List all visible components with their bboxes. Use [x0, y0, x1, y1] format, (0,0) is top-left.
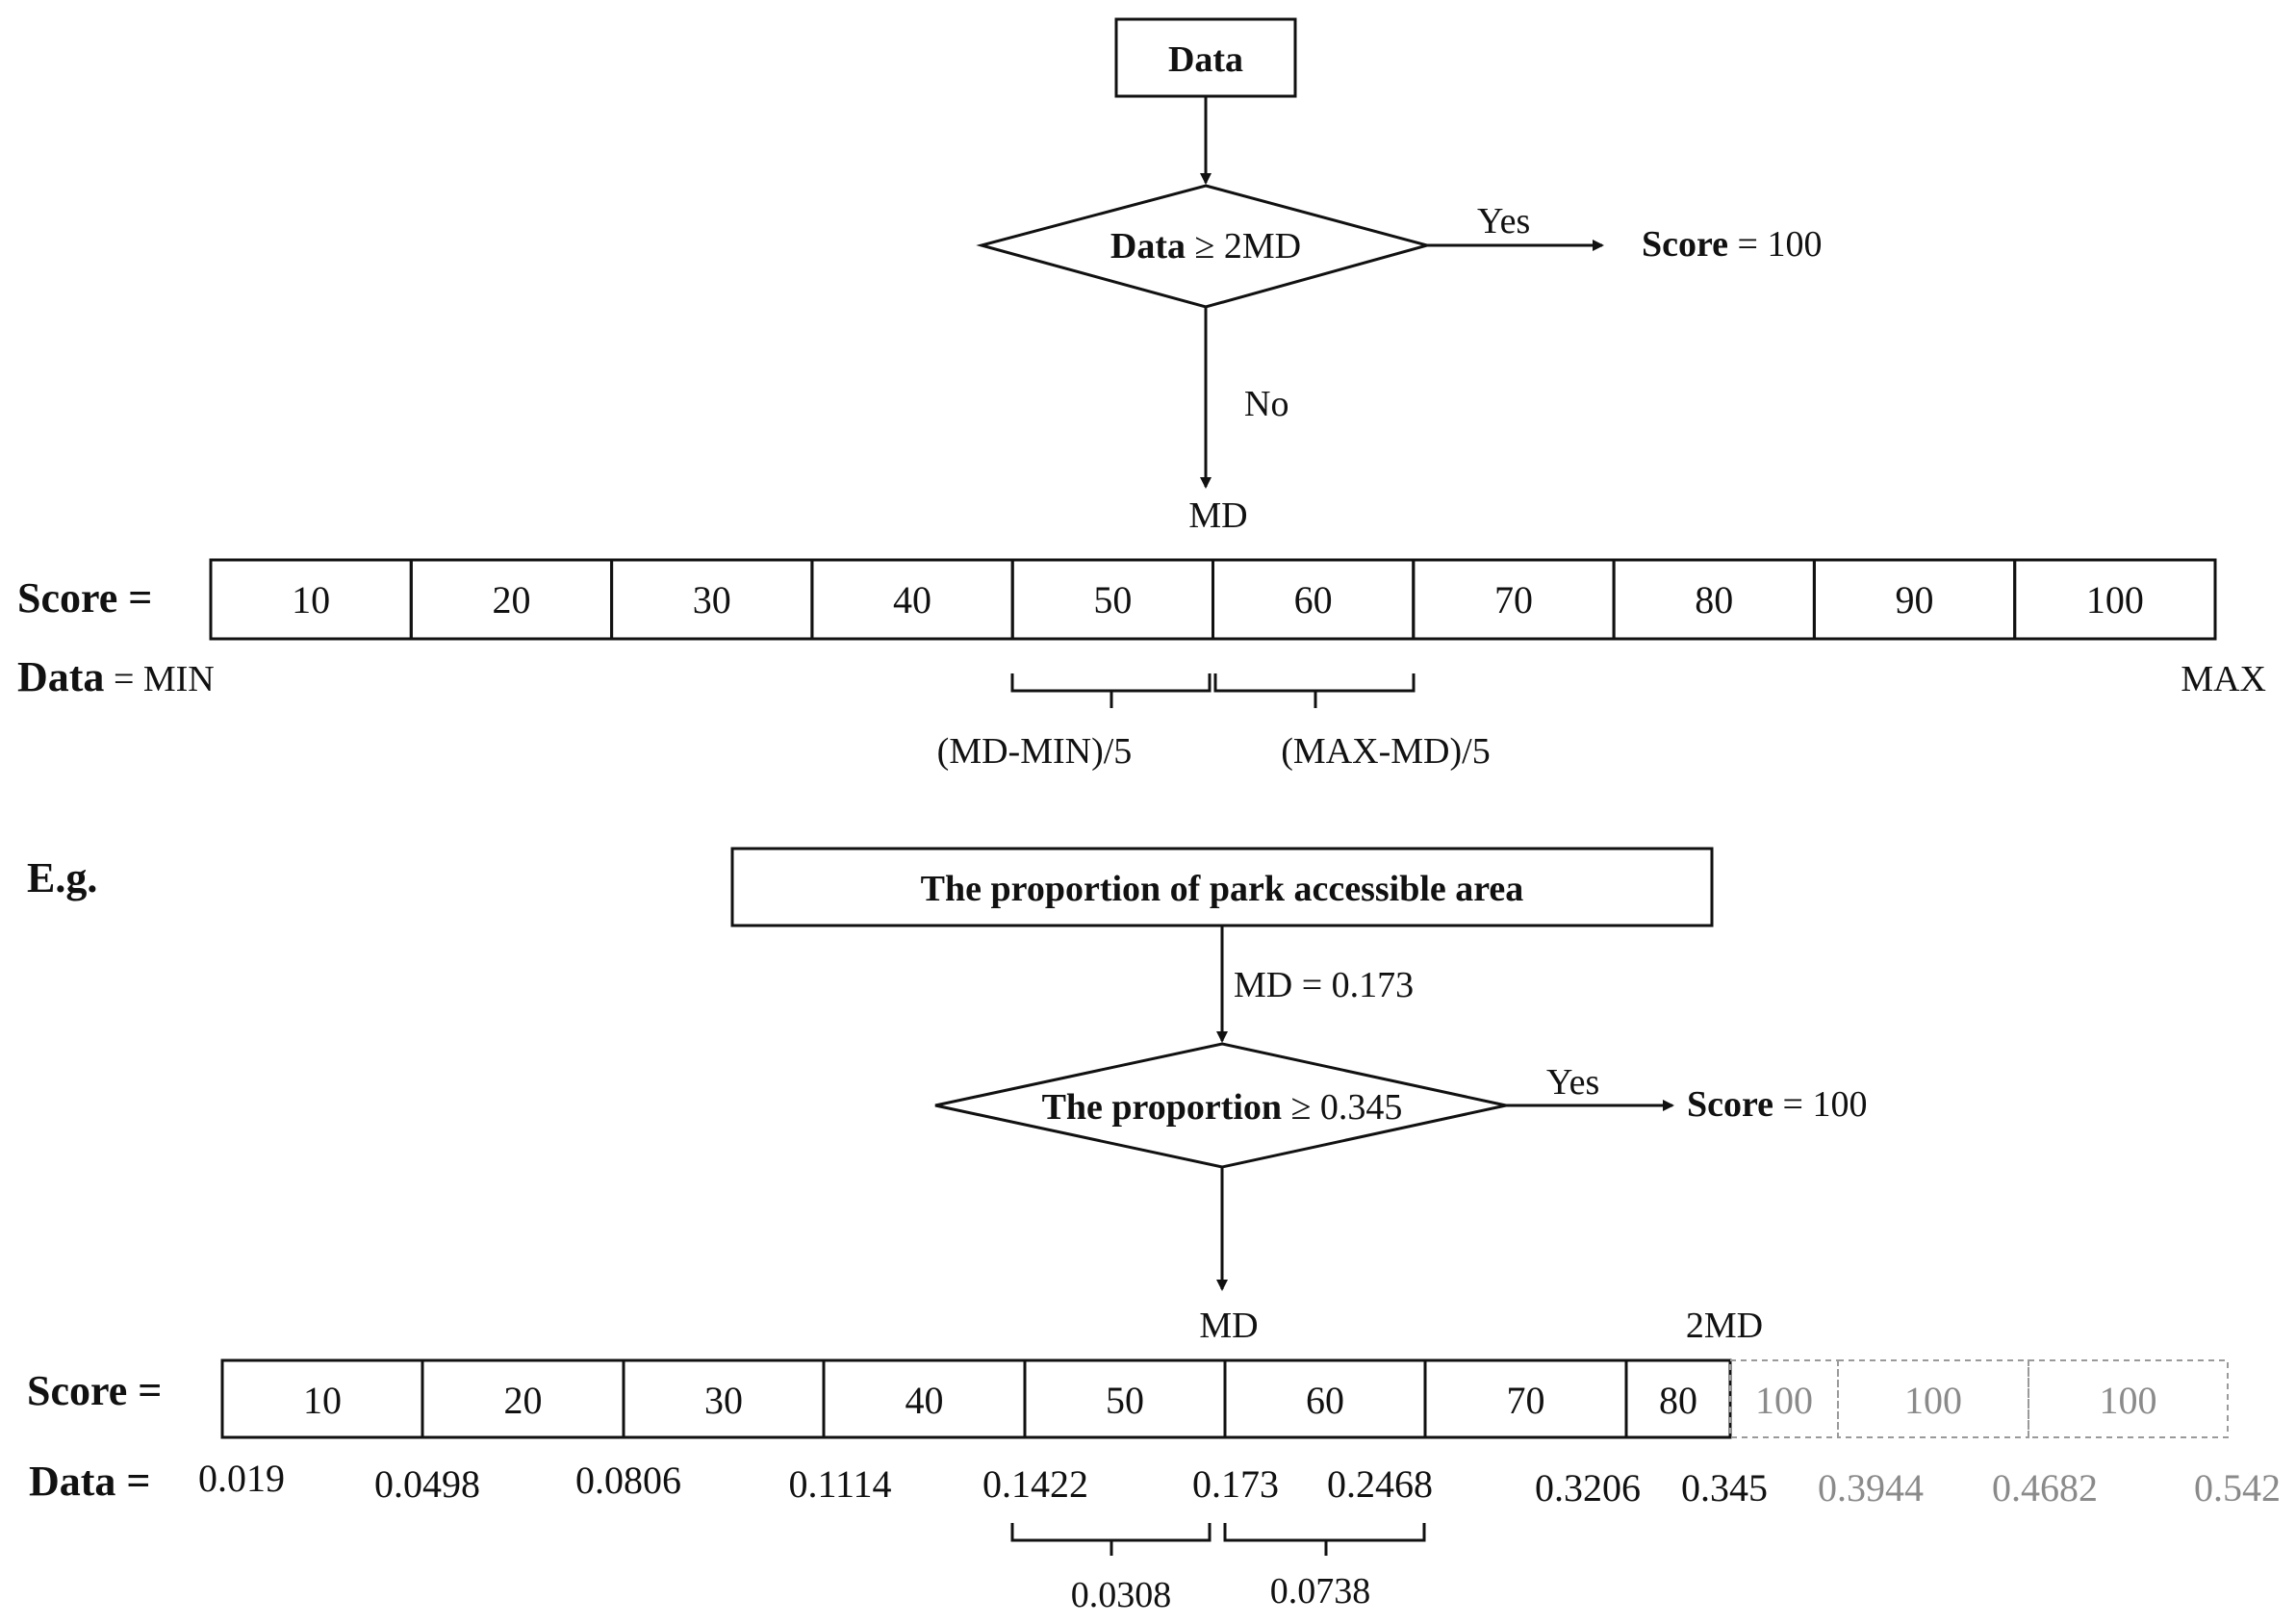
- example-data-value: 0.345: [1681, 1466, 1768, 1510]
- example-score-cell-value: 80: [1659, 1379, 1697, 1422]
- result-label: Score = 100: [1642, 224, 1822, 265]
- example-extra-score-value: 100: [1755, 1379, 1813, 1422]
- score-cell-value: 40: [893, 578, 931, 622]
- score-cell-value: 10: [292, 578, 330, 622]
- example-decision-label: The proportion ≥ 0.345: [1042, 1087, 1403, 1128]
- score-cell-value: 90: [1896, 578, 1934, 622]
- example-data-value: 0.3206: [1535, 1466, 1641, 1510]
- example-data-value: 0.0498: [374, 1462, 480, 1506]
- example-data-value: 0.2468: [1327, 1462, 1433, 1506]
- example-title-box: [730, 847, 1714, 927]
- example-extra-data-value: 0.542: [2194, 1466, 2281, 1510]
- example-md-label: MD: [1199, 1306, 1258, 1346]
- score-cell-value: 100: [2086, 578, 2144, 622]
- score-cell: [2013, 558, 2217, 641]
- example-extra-score-value: 100: [1904, 1379, 1962, 1422]
- score-scale: 10 20 30 40 50 60 70 80 90 100: [209, 558, 2217, 641]
- yes-label: Yes: [1477, 201, 1530, 241]
- no-label: No: [1244, 384, 1288, 424]
- example-data-values: 0.019 0.0498 0.0806 0.1114 0.1422 0.173 0.2468…: [198, 1457, 2281, 1510]
- example-yes-label: Yes: [1546, 1062, 1599, 1103]
- example-extra-score-cell: [1837, 1359, 2029, 1438]
- example-score-cell-value: 40: [906, 1379, 944, 1422]
- example-extra-score-value: 100: [2100, 1379, 2157, 1422]
- example-data-value: 0.019: [198, 1457, 285, 1500]
- md-value-label: MD = 0.173: [1234, 965, 1414, 1005]
- example-brace-right-label: 0.0738: [1270, 1571, 1371, 1611]
- score-cell-value: 50: [1093, 578, 1132, 622]
- example-score-scale: 10 20 30 40 50 60 70 80 100 100 100: [220, 1358, 2229, 1439]
- brace-right-label: (MAX-MD)/5: [1281, 731, 1490, 772]
- example-data-value: 0.1114: [788, 1462, 891, 1506]
- score-cell-value: 20: [492, 578, 530, 622]
- score-cell-value: 60: [1294, 578, 1333, 622]
- example-extra-score-cell: [2028, 1359, 2229, 1438]
- data-box: [1114, 17, 1297, 98]
- score-cell-value: 70: [1494, 578, 1533, 622]
- example-extra-data-value: 0.4682: [1992, 1466, 2098, 1510]
- example-data-value: 0.173: [1192, 1462, 1279, 1506]
- brace-right: [1213, 673, 1416, 708]
- data-min-label: Data = MIN: [17, 653, 215, 700]
- example-brace-left: [1010, 1523, 1212, 1556]
- decision-label: Data ≥ 2MD: [1110, 226, 1301, 266]
- example-data-value: 0.0806: [575, 1459, 681, 1502]
- example-score-cell-value: 10: [303, 1379, 342, 1422]
- example-score-cell-value: 50: [1106, 1379, 1144, 1422]
- example-title-label: The proportion of park accessible area: [921, 869, 1524, 909]
- example-extra-data-value: 0.3944: [1818, 1466, 1924, 1510]
- score-label: Score =: [17, 574, 152, 622]
- data-box-label: Data: [1168, 39, 1243, 80]
- example-brace-right: [1223, 1523, 1426, 1556]
- example-score-cell-value: 60: [1306, 1379, 1344, 1422]
- example-extra-score-cell: [1729, 1359, 1839, 1438]
- max-label: MAX: [2181, 659, 2266, 699]
- example-score-cell-value: 30: [704, 1379, 743, 1422]
- example-data-value: 0.1422: [982, 1462, 1088, 1506]
- example-brace-left-label: 0.0308: [1071, 1575, 1172, 1615]
- example-2md-label: 2MD: [1686, 1306, 1763, 1346]
- example-score-label: Score =: [27, 1367, 162, 1414]
- eg-label: E.g.: [27, 854, 97, 901]
- score-cell-value: 80: [1695, 578, 1733, 622]
- example-data-label: Data =: [29, 1458, 151, 1505]
- score-cell-value: 30: [693, 578, 731, 622]
- brace-left: [1010, 673, 1212, 708]
- example-score-cell-value: 70: [1507, 1379, 1545, 1422]
- md-label: MD: [1188, 495, 1247, 536]
- example-score-cell-value: 20: [504, 1379, 543, 1422]
- example-result-label: Score = 100: [1687, 1084, 1867, 1125]
- brace-left-label: (MD-MIN)/5: [937, 731, 1133, 772]
